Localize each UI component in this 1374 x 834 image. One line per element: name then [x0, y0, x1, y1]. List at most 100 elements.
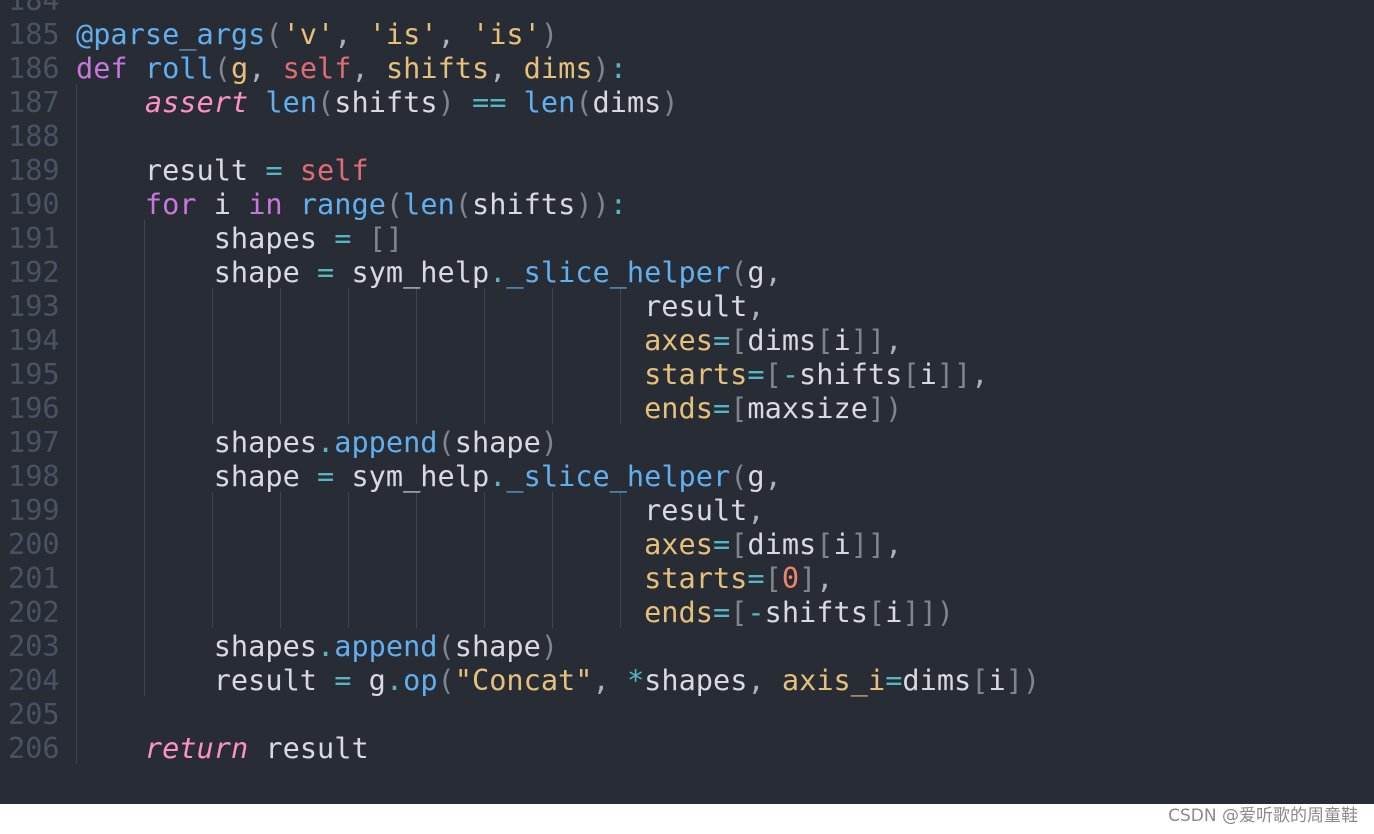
code-line[interactable]: 184: [0, 0, 1374, 17]
indent-guide: [416, 288, 417, 424]
code-token: [283, 153, 300, 187]
code-line[interactable]: 202 ends=[-shifts[i]]): [0, 595, 1374, 629]
code-line[interactable]: 203 shapes.append(shape): [0, 629, 1374, 663]
code-token: [: [816, 527, 834, 561]
code-text: shapes.append(shape): [76, 425, 558, 459]
code-token: [: [730, 595, 748, 629]
code-token: [: [816, 323, 834, 357]
code-token: ,: [489, 51, 524, 85]
line-number: 190: [8, 187, 60, 221]
code-line[interactable]: 191 shapes = []: [0, 221, 1374, 255]
indent-guide: [620, 288, 621, 424]
code-line[interactable]: 189 result = self: [0, 153, 1374, 187]
code-token: [: [730, 527, 748, 561]
code-token: (: [385, 187, 404, 221]
code-token: ]: [799, 561, 817, 595]
code-token: (: [265, 17, 283, 51]
code-token: i: [919, 357, 937, 391]
code-token: =: [334, 663, 352, 697]
code-token: len: [265, 85, 318, 119]
code-token: axes: [644, 323, 713, 357]
code-token: _slice_helper: [506, 255, 731, 289]
code-token: shapes: [76, 425, 318, 459]
line-number: 197: [8, 425, 60, 459]
code-token: shifts: [799, 357, 903, 391]
watermark: CSDN @爱听歌的周童鞋: [1168, 806, 1358, 826]
code-token: =: [712, 595, 731, 629]
code-line[interactable]: 192 shape = sym_help._slice_helper(g,: [0, 255, 1374, 289]
code-line[interactable]: 188: [0, 119, 1374, 153]
code-token: (: [437, 425, 455, 459]
code-token: [76, 357, 644, 391]
code-line[interactable]: 197 shapes.append(shape): [0, 425, 1374, 459]
code-token: [76, 187, 145, 221]
line-number: 195: [8, 357, 60, 391]
code-token: self: [282, 51, 352, 85]
code-line[interactable]: 200 axes=[dims[i]],: [0, 527, 1374, 561]
code-token: axis_i: [781, 663, 886, 697]
code-token: =: [712, 527, 731, 561]
code-line[interactable]: 194 axes=[dims[i]],: [0, 323, 1374, 357]
code-line[interactable]: 198 shape = sym_help._slice_helper(g,: [0, 459, 1374, 493]
line-number: 189: [8, 153, 60, 187]
code-line[interactable]: 201 starts=[0],: [0, 561, 1374, 595]
code-token: 'is': [472, 17, 541, 51]
code-token: for: [144, 187, 197, 221]
code-line[interactable]: 199 result,: [0, 493, 1374, 527]
line-number: 186: [8, 51, 60, 85]
code-token: ends: [644, 595, 713, 629]
code-line[interactable]: 196 ends=[maxsize]): [0, 391, 1374, 425]
code-text: shapes.append(shape): [76, 629, 558, 663]
code-token: .: [317, 425, 335, 459]
line-number: 206: [8, 731, 60, 765]
line-number: 204: [8, 663, 60, 697]
code-text: result = self: [76, 153, 369, 187]
code-token: shapes: [644, 663, 748, 697]
code-token: shifts: [764, 595, 868, 629]
code-token: ,: [764, 255, 782, 289]
code-token: ,: [437, 17, 472, 51]
code-token: [76, 731, 145, 765]
code-token: [455, 85, 472, 119]
code-line[interactable]: 206 return result: [0, 731, 1374, 765]
code-token: dims: [592, 85, 662, 119]
code-token: shifts: [472, 187, 576, 221]
code-line[interactable]: 190 for i in range(len(shifts)):: [0, 187, 1374, 221]
code-token: [76, 391, 644, 425]
code-token: (: [730, 255, 748, 289]
code-token: (: [213, 51, 231, 85]
code-token: .: [385, 663, 404, 697]
code-token: result: [76, 289, 748, 323]
code-token: =: [317, 459, 335, 493]
indent-guide: [348, 288, 349, 424]
code-token: [: [867, 595, 886, 629]
code-token: shape: [76, 459, 318, 493]
line-number: 198: [8, 459, 60, 493]
code-line[interactable]: 193 result,: [0, 289, 1374, 323]
code-token: =: [747, 357, 765, 391]
code-token: [76, 85, 145, 119]
code-token: ,: [248, 51, 283, 85]
code-token: [: [971, 663, 989, 697]
code-line[interactable]: 205: [0, 697, 1374, 731]
code-line[interactable]: 185@parse_args('v', 'is', 'is'): [0, 17, 1374, 51]
code-line[interactable]: 187 assert len(shifts) == len(dims): [0, 85, 1374, 119]
code-token: (: [730, 459, 748, 493]
code-line[interactable]: 195 starts=[-shifts[i]],: [0, 357, 1374, 391]
code-token: -: [781, 357, 800, 391]
code-token: ,: [885, 323, 903, 357]
code-token: =: [317, 255, 335, 289]
code-text: axes=[dims[i]],: [76, 527, 902, 561]
code-token: ,: [747, 289, 765, 323]
code-text: ends=[maxsize]): [76, 391, 902, 425]
code-line[interactable]: 204 result = g.op("Concat", *shapes, axi…: [0, 663, 1374, 697]
code-token: ]]: [936, 357, 972, 391]
line-number: 187: [8, 85, 60, 119]
code-token: ,: [351, 51, 386, 85]
code-token: -: [747, 595, 765, 629]
code-token: shape: [454, 425, 541, 459]
line-number: 191: [8, 221, 60, 255]
code-token: ): [540, 629, 559, 663]
